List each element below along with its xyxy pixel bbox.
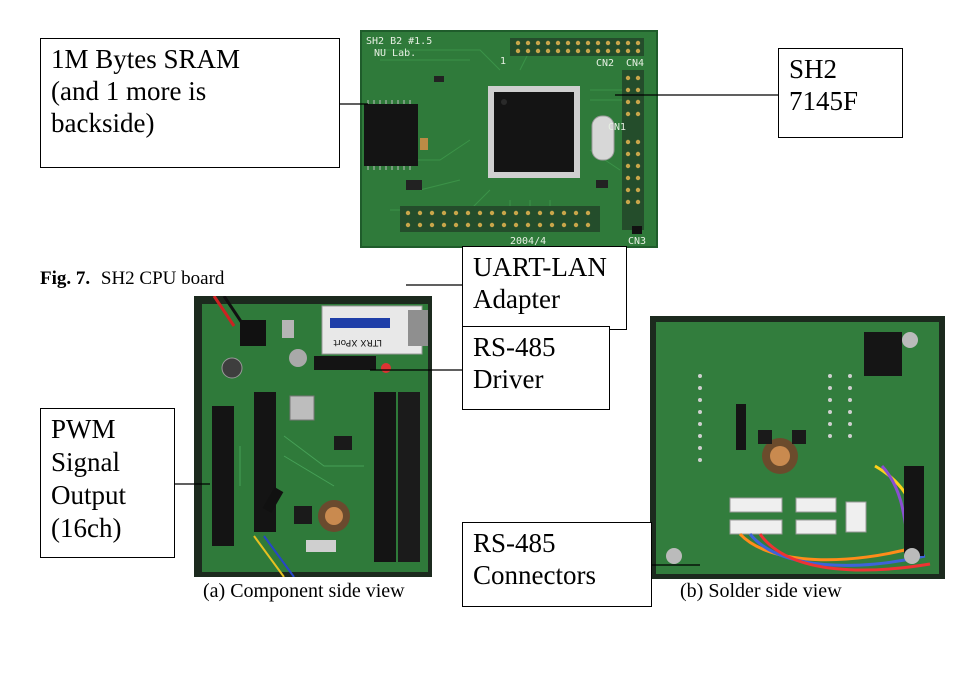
cpu-chip: [488, 86, 580, 178]
callout-pwm: PWM Signal Output (16ch): [40, 408, 175, 558]
callout-rs485-connectors-line-1: RS-485: [473, 528, 556, 558]
caption-component-side: (a) Component side view: [203, 580, 405, 603]
silk-cn1: CN1: [608, 122, 626, 133]
figure-caption-label: Fig. 7.: [40, 268, 91, 289]
solder-side-photo: [650, 316, 945, 579]
callout-pwm-line-3: Output: [51, 480, 127, 510]
silk-cn2: CN2: [596, 58, 614, 69]
xport-label: LTRX XPort: [333, 337, 382, 347]
silk-pin1: 1: [500, 56, 506, 67]
silk-cn4: CN4: [626, 58, 644, 69]
callout-sram-line-2: (and 1 more is: [51, 76, 207, 106]
silk-date: 2004/4: [510, 236, 546, 247]
callout-uart-line-2: Adapter: [473, 284, 560, 314]
callout-pwm-line-1: PWM: [51, 414, 116, 444]
sram-chip: [364, 100, 418, 170]
callout-sram-line-1: 1M Bytes SRAM: [51, 44, 241, 74]
figure-caption-text: SH2 CPU board: [100, 268, 225, 289]
caption-solder-side: (b) Solder side view: [680, 580, 842, 603]
figure-caption: Fig. 7. SH2 CPU board: [40, 268, 224, 290]
callout-uart-line-1: UART-LAN: [473, 252, 607, 282]
callout-cpu: SH2 7145F: [778, 48, 903, 138]
cpu-board-photo: SH2 B2 #1.5 NU Lab. CN2 CN4 CN1 1 2004/4…: [360, 30, 658, 248]
callout-rs485-driver-line-2: Driver: [473, 364, 544, 394]
silk-lab: NU Lab.: [374, 48, 416, 59]
callout-sram-line-3: backside): [51, 108, 155, 138]
callout-cpu-line-2: 7145F: [789, 86, 859, 116]
callout-sram: 1M Bytes SRAM (and 1 more is backside): [40, 38, 340, 168]
cpu-board-illustration: SH2 B2 #1.5 NU Lab. CN2 CN4 CN1 1 2004/4…: [360, 30, 658, 248]
callout-cpu-line-1: SH2: [789, 54, 838, 84]
callout-pwm-line-2: Signal: [51, 447, 121, 477]
callout-rs485-connectors-line-2: Connectors: [473, 560, 596, 590]
caption-solder-side-text: (b) Solder side view: [680, 580, 842, 602]
component-side-illustration: LTRX XPort: [194, 296, 432, 577]
silk-board-id: SH2 B2 #1.5: [366, 36, 432, 47]
callout-rs485-driver-line-1: RS-485: [473, 332, 556, 362]
callout-rs485-connectors: RS-485 Connectors: [462, 522, 652, 607]
caption-component-side-text: (a) Component side view: [203, 580, 405, 602]
solder-side-illustration: [650, 316, 945, 579]
callout-pwm-line-4: (16ch): [51, 513, 122, 543]
component-side-photo: LTRX XPort: [194, 296, 432, 577]
callout-uart-lan: UART-LAN Adapter: [462, 246, 627, 330]
silk-cn3: CN3: [628, 236, 646, 247]
callout-rs485-driver: RS-485 Driver: [462, 326, 610, 410]
